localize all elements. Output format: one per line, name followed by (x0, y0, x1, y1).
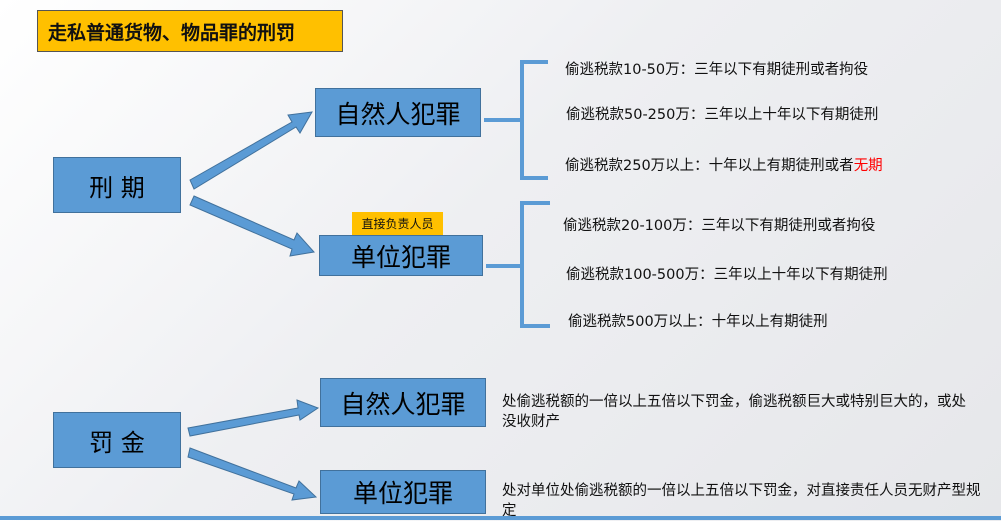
prison-unit-item: 偷逃税款500万以上：十年以上有期徒刑 (568, 314, 828, 330)
prison-natural-item: 偷逃税款50-250万：三年以上十年以下有期徒刑 (566, 107, 879, 123)
arrow-to-fine-unit (187, 447, 318, 501)
prison-unit-item: 偷逃税款20-100万：三年以下有期徒刑或者拘役 (563, 218, 876, 234)
brace-prison-natural (484, 60, 548, 180)
prison-natural-item: 偷逃税款250万以上：十年以上有期徒刑或者无期 (565, 154, 883, 175)
arrow-to-prison-unit (189, 195, 315, 257)
arrow-to-fine-natural (187, 399, 320, 437)
fine-unit-box: 单位犯罪 (320, 470, 486, 514)
item-text: 偷逃税款250万以上：十年以上有期徒刑或者 (565, 158, 854, 174)
brace-prison-unit (486, 201, 550, 328)
fine-natural-person-text: 处偷逃税额的一倍以上五倍以下罚金，偷逃税额巨大或特别巨大的，或处没收财产 (502, 394, 966, 430)
fine-unit-text: 处对单位处偷逃税额的一倍以上五倍以下罚金，对直接责任人员无财产型规定 (502, 483, 981, 519)
prison-natural-person-box: 自然人犯罪 (315, 88, 481, 137)
highlight-text: 无期 (853, 158, 883, 174)
page-title: 走私普通货物、物品罪的刑罚 (37, 10, 343, 52)
prison-unit-item: 偷逃税款100-500万：三年以上十年以下有期徒刑 (566, 267, 888, 283)
fine-natural-person-box: 自然人犯罪 (320, 378, 486, 427)
fine-box: 罚 金 (53, 412, 181, 468)
prison-term-box: 刑 期 (53, 157, 181, 213)
bottom-divider (0, 516, 1001, 520)
responsible-person-tag: 直接负责人员 (352, 212, 443, 235)
arrow-to-prison-natural (189, 111, 313, 190)
prison-natural-item: 偷逃税款10-50万：三年以下有期徒刑或者拘役 (565, 62, 869, 78)
prison-unit-box: 单位犯罪 (319, 235, 483, 276)
